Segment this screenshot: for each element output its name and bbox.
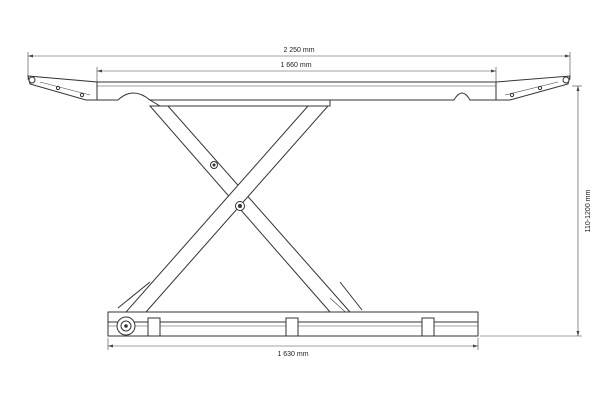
- base-width-label: 1 630 mm: [277, 351, 308, 358]
- height-dimension: 110-1200 mm: [480, 85, 592, 337]
- base-frame: [107, 311, 479, 337]
- base-width-dimension: 1 630 mm: [107, 338, 479, 358]
- scissor-arm-a: [148, 105, 352, 313]
- overall-width-label: 2 250 mm: [283, 47, 314, 54]
- lift-platform: [96, 81, 497, 101]
- right-extension-arm: [495, 75, 571, 101]
- platform-support-beam: [148, 99, 331, 107]
- scissor-arm-b: [124, 105, 330, 313]
- height-range-label: 110-1200 mm: [585, 189, 592, 232]
- scissor-pivots: [210, 161, 245, 211]
- platform-width-dimension: 1 660 mm: [96, 62, 497, 82]
- platform-width-label: 1 660 mm: [280, 62, 311, 69]
- overall-width-dimension: 2 250 mm: [27, 47, 571, 80]
- left-extension-arm: [27, 75, 98, 101]
